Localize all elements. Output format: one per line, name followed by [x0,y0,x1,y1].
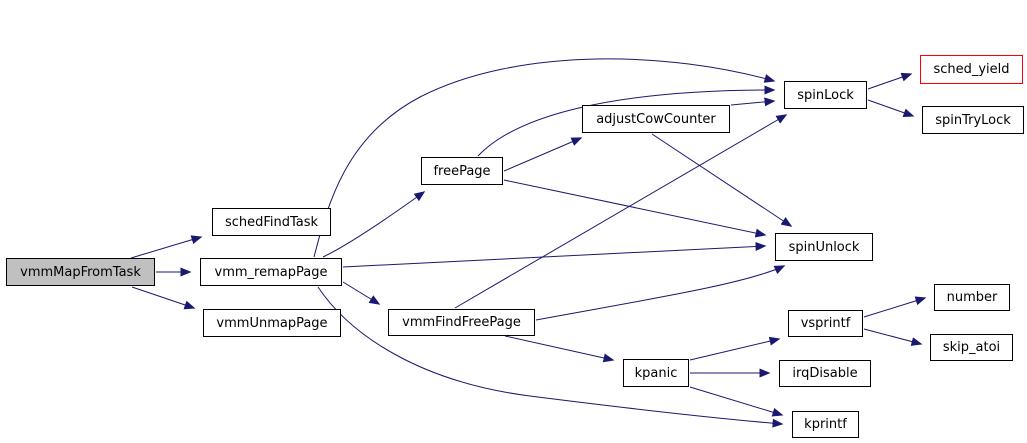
edge-adjustCowCounter-to-spinLock [730,97,776,107]
node-label: vmmMapFromTask [20,264,141,280]
node-label: vsprintf [800,316,851,331]
node-vsprintf[interactable]: vsprintf [788,310,863,337]
edge-vsprintf-to-number [863,296,927,318]
node-label: skip_atoi [942,340,1001,355]
node-irqDisable[interactable]: irqDisable [779,360,871,387]
edge-freePage-to-spinLock [477,85,776,157]
node-spinLock[interactable]: spinLock [784,81,867,109]
edge-vmm_remapPage-to-vmmFindFreePage [342,281,381,305]
node-vmmMapFromTask[interactable]: vmmMapFromTask [6,258,155,286]
node-label: vmm_remapPage [214,264,328,280]
node-label: freePage [433,163,491,179]
edge-vmm_remapPage-to-freePage [322,191,426,258]
node-label: irqDisable [792,366,858,381]
edge-vmm_remapPage-to-spinLock [313,58,776,258]
node-label: sched_yield [933,62,1010,77]
edge-vmm_remapPage-to-spinUnlock [342,241,767,268]
edge-freePage-to-adjustCowCounter [503,137,583,172]
edge-kpanic-to-kprintf [689,386,784,417]
node-label: kpanic [634,365,678,381]
edge-adjustCowCounter-to-spinUnlock [651,133,793,227]
node-label: spinUnlock [788,239,860,255]
edge-vmm_remapPage-to-kprintf [317,286,784,428]
edge-vmmFindFreePage-to-spinLock [454,114,788,309]
node-vmmUnmapPage[interactable]: vmmUnmapPage [203,309,341,337]
node-sched_yield[interactable]: sched_yield [920,55,1023,84]
edge-kpanic-to-vsprintf [689,336,781,361]
node-freePage[interactable]: freePage [421,157,503,185]
node-schedFindTask[interactable]: schedFindTask [212,208,331,236]
edge-spinLock-to-sched_yield [867,72,913,90]
edge-vsprintf-to-skip_atoi [863,328,923,346]
node-vmm_remapPage[interactable]: vmm_remapPage [200,258,342,286]
node-kpanic[interactable]: kpanic [623,359,689,387]
node-kprintf[interactable]: kprintf [792,411,859,438]
edge-spinLock-to-spinTryLock [867,99,915,118]
node-spinTryLock[interactable]: spinTryLock [922,106,1024,134]
node-adjustCowCounter[interactable]: adjustCowCounter [582,105,730,133]
node-label: spinTryLock [935,112,1011,128]
edge-freePage-to-spinUnlock [503,179,767,238]
node-vmmFindFreePage[interactable]: vmmFindFreePage [388,309,535,336]
edge-vmmFindFreePage-to-kpanic [504,335,615,363]
node-spinUnlock[interactable]: spinUnlock [775,233,873,261]
node-label: vmmFindFreePage [402,315,521,330]
node-label: spinLock [797,87,854,103]
node-label: schedFindTask [224,214,319,230]
node-skip_atoi[interactable]: skip_atoi [930,334,1013,361]
node-label: number [946,290,998,305]
node-number[interactable]: number [934,284,1010,311]
node-label: kprintf [804,417,847,432]
node-label: adjustCowCounter [596,111,716,127]
node-label: vmmUnmapPage [216,315,328,331]
edge-vmmMapFromTask-to-vmmUnmapPage [131,286,196,310]
edge-vmmMapFromTask-to-schedFindTask [130,235,203,259]
edge-vmmFindFreePage-to-spinUnlock [535,265,786,321]
